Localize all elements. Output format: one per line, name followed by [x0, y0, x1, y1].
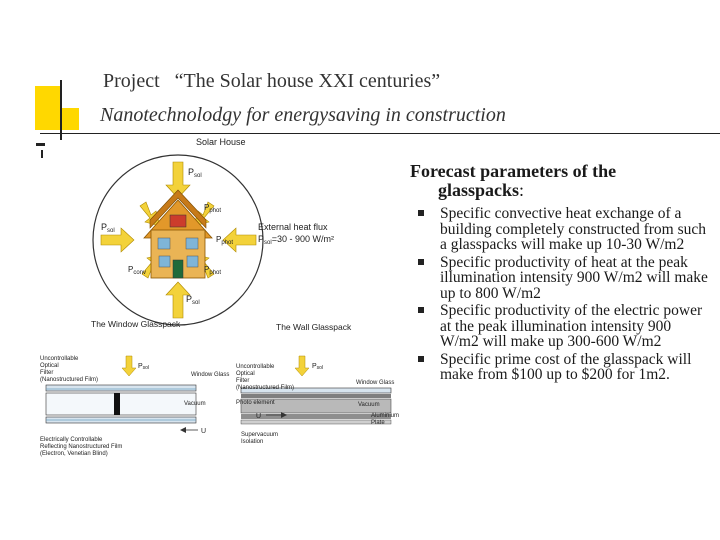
- heat-flux-p: P: [258, 234, 264, 244]
- list-item-text: Specific productivity of heat at the pea…: [440, 253, 708, 302]
- wall-u-label: U: [256, 413, 261, 420]
- list-item-text: Specific productivity of the electric po…: [440, 302, 703, 350]
- p-sol-top-label: Psol: [188, 167, 202, 179]
- wall-glasspack-label: The Wall Glasspack: [276, 322, 352, 332]
- forecast-heading-colon: :: [519, 180, 525, 200]
- decorative-notch: [60, 78, 98, 108]
- list-item: Specific convective heat exchange of a b…: [418, 206, 708, 253]
- title-underline: [40, 133, 720, 134]
- heat-flux-formula: Psol=30 - 900 W/m²: [258, 234, 334, 246]
- bullet-square-icon: [418, 307, 424, 313]
- decorative-vertical-line: [60, 80, 62, 140]
- house-circle: [92, 154, 264, 326]
- wall-vacuum-label: Vacuum: [358, 402, 380, 408]
- wall-p-sol-label: Psol: [312, 363, 323, 371]
- list-item: Specific prime cost of the glasspack wil…: [418, 350, 708, 383]
- list-item: Specific productivity of the electric po…: [418, 303, 708, 350]
- forecast-heading: Forecast parameters of the glasspacks:: [410, 162, 700, 200]
- window-glasspack-label: The Window Glasspack: [91, 319, 181, 329]
- decorative-tick-vertical: [41, 150, 43, 158]
- forecast-heading-line2: glasspacks: [438, 180, 520, 200]
- p-conv-label: Pconv: [128, 265, 146, 276]
- p-sol-bottom-label: Psol: [186, 294, 200, 306]
- list-item: Specific productivity of heat at the pea…: [418, 253, 708, 302]
- bullet-square-icon: [418, 258, 424, 265]
- forecast-heading-line1: Forecast parameters of the: [410, 161, 617, 181]
- solar-house-diagram: Solar House Psol Psol Psol Pphot Pphot P…: [40, 137, 399, 457]
- slide-subtitle: Nanotechnolodgy for energysaving in cons…: [100, 104, 506, 126]
- external-heat-flux-label: External heat flux: [258, 222, 328, 232]
- list-item-text: Specific prime cost of the glasspack wil…: [440, 350, 692, 383]
- wall-window-glass-label: Window Glass: [356, 380, 394, 386]
- wall-photo-element-label: Photo element: [236, 400, 275, 406]
- solar-house-label: Solar House: [196, 137, 246, 147]
- bullet-square-icon: [418, 210, 424, 216]
- p-sol-left-label: Psol: [101, 222, 115, 234]
- slide-title: Project “The Solar house XXI centuries”: [103, 70, 441, 92]
- heat-flux-value: =30 - 900 W/m²: [272, 234, 334, 244]
- decorative-tick: [36, 143, 45, 146]
- p-phot-bottom-label: Pphot: [204, 265, 221, 276]
- window-u-label: U: [201, 428, 206, 435]
- p-phot-right-label: Pphot: [216, 235, 233, 246]
- bullet-square-icon: [418, 355, 424, 362]
- window-vacuum-label: Vacuum: [184, 401, 206, 407]
- house-illustration: [143, 189, 213, 279]
- p-phot-label: Pphot: [204, 203, 221, 214]
- list-item-text: Specific convective heat exchange of a b…: [440, 205, 707, 253]
- window-glass-label: Window Glass: [191, 372, 229, 378]
- window-p-sol-label: Psol: [138, 363, 149, 371]
- forecast-list: Specific convective heat exchange of a b…: [418, 206, 708, 385]
